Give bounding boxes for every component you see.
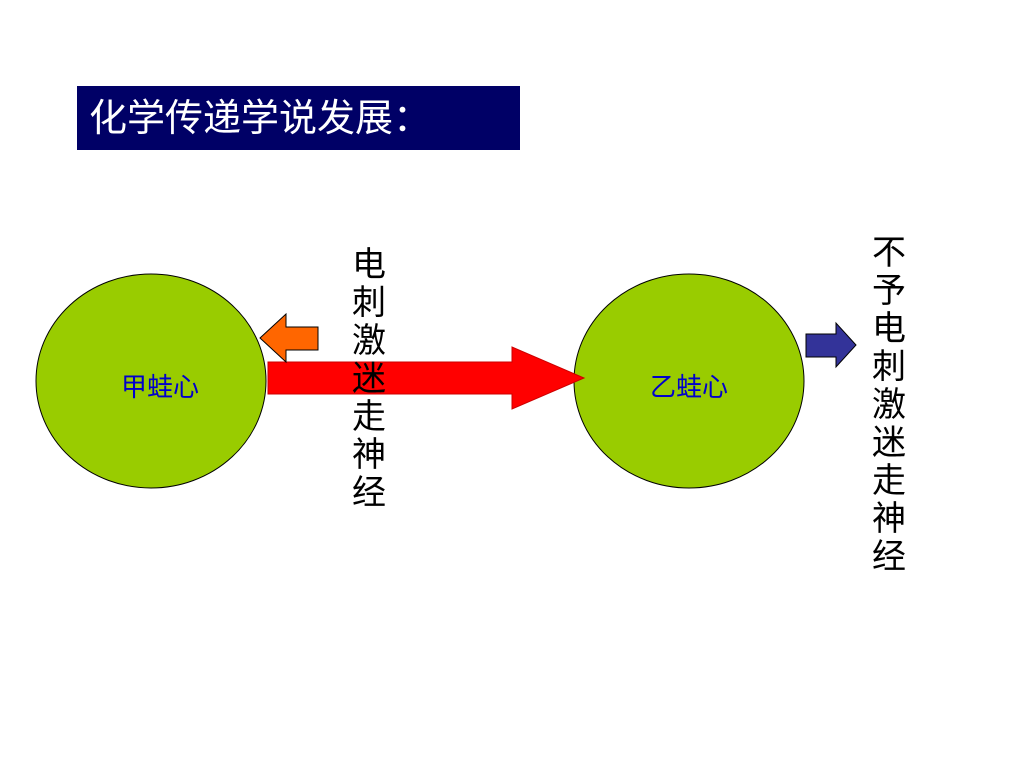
no-stimulate-arrow-right	[805, 321, 857, 369]
heart-b-label: 乙蛙心	[650, 373, 728, 403]
heart-a-node	[35, 273, 267, 489]
main-transfer-arrow	[267, 346, 586, 410]
no-stimulate-vagus-label: 不予电刺激迷走神经	[872, 233, 906, 577]
page-title: 化学传递学说发展：	[77, 86, 520, 150]
stimulate-vagus-label: 电刺激迷走神经	[352, 245, 386, 513]
heart-a-label: 甲蛙心	[121, 373, 199, 403]
stimulate-arrow-left	[259, 312, 319, 364]
